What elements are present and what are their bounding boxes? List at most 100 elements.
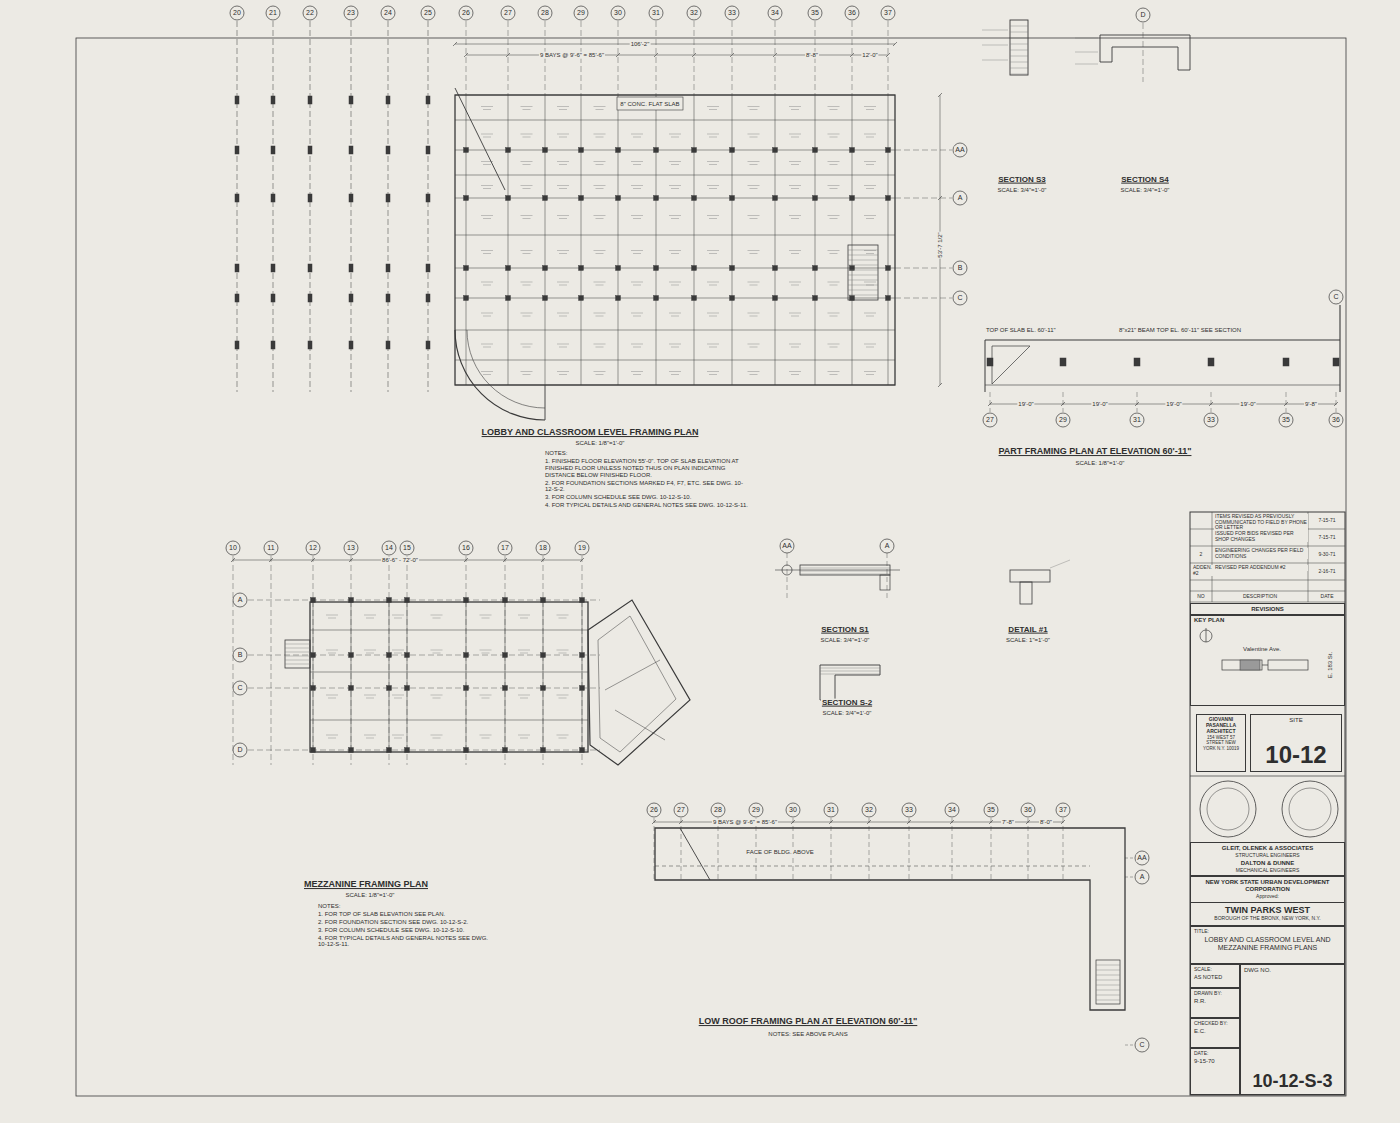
hatch-line bbox=[285, 644, 310, 645]
annotation-mark bbox=[830, 188, 838, 189]
general-note: 1. FOR TOP OF SLAB ELEVATION SEE PLAN. bbox=[318, 911, 498, 918]
annotation-mark bbox=[671, 316, 679, 317]
grid-bubble bbox=[674, 803, 688, 817]
column bbox=[349, 653, 354, 658]
column bbox=[730, 296, 735, 301]
annotation-mark bbox=[431, 650, 443, 651]
grid-bubble bbox=[1136, 8, 1150, 22]
grid-line bbox=[895, 298, 952, 299]
annotation-mark bbox=[633, 164, 641, 165]
beam-line bbox=[310, 720, 588, 721]
annotation-mark bbox=[864, 185, 876, 186]
annotation-mark bbox=[523, 164, 531, 165]
table-rule bbox=[1190, 563, 1345, 564]
grid-bubble bbox=[266, 6, 280, 20]
seal bbox=[1289, 788, 1331, 830]
dimension-tick bbox=[503, 558, 507, 562]
beam-line bbox=[618, 95, 619, 385]
column bbox=[387, 653, 392, 658]
hatch-line bbox=[800, 574, 890, 575]
annotation-mark bbox=[791, 316, 799, 317]
grid-bubble-number: 27 bbox=[676, 806, 686, 814]
annotation-mark bbox=[789, 215, 801, 216]
column bbox=[349, 264, 353, 272]
column bbox=[308, 294, 312, 302]
annotation-mark bbox=[791, 109, 799, 110]
annotation-mark bbox=[633, 374, 641, 375]
annotation-mark bbox=[520, 698, 528, 699]
grid-line bbox=[1125, 858, 1134, 859]
table-rule bbox=[1190, 546, 1345, 547]
beam-line bbox=[455, 298, 895, 299]
annotation-mark bbox=[520, 653, 528, 654]
column bbox=[987, 358, 993, 366]
annotation-mark bbox=[709, 347, 717, 348]
beam-line bbox=[455, 235, 895, 236]
grid-bubble-number: 31 bbox=[651, 9, 661, 17]
annotation-mark bbox=[748, 282, 760, 283]
column bbox=[654, 148, 659, 153]
drawing-title: SECTION S1 bbox=[820, 626, 870, 635]
node-text: CHECKED BY: bbox=[1194, 1021, 1228, 1027]
hatch-line bbox=[820, 671, 880, 672]
grid-bubble-number: 14 bbox=[384, 544, 394, 552]
leader-line bbox=[1075, 64, 1098, 65]
annotation-mark bbox=[364, 615, 376, 616]
column bbox=[308, 341, 312, 349]
slab-edge bbox=[310, 602, 588, 752]
column bbox=[426, 194, 430, 202]
column bbox=[503, 653, 508, 658]
column bbox=[464, 296, 469, 301]
grid-bubble-number: 26 bbox=[461, 9, 471, 17]
annotation-mark bbox=[748, 344, 760, 345]
column bbox=[405, 653, 410, 658]
annotation-mark bbox=[830, 164, 838, 165]
grid-bubble-number: 19 bbox=[577, 544, 587, 552]
annotation-mark bbox=[481, 185, 493, 186]
column bbox=[541, 748, 546, 753]
annotation-mark bbox=[791, 285, 799, 286]
annotation-mark bbox=[631, 282, 643, 283]
grid-bubble bbox=[953, 261, 967, 275]
hatch-line bbox=[1096, 975, 1120, 976]
annotation-mark bbox=[828, 344, 840, 345]
grid-bubble bbox=[808, 6, 822, 20]
node-text: TWIN PARKS WEST bbox=[1225, 905, 1310, 915]
column bbox=[580, 653, 585, 658]
annotation-mark bbox=[366, 653, 374, 654]
column bbox=[730, 266, 735, 271]
column bbox=[886, 148, 891, 153]
annotation-mark bbox=[866, 164, 874, 165]
annotation-mark bbox=[431, 695, 443, 696]
beam-line bbox=[313, 602, 314, 752]
annotation-mark bbox=[559, 137, 567, 138]
annotation-mark bbox=[750, 316, 758, 317]
grid-bubble-number: A bbox=[237, 596, 244, 604]
annotation-mark bbox=[559, 698, 567, 699]
leader-line bbox=[982, 45, 1008, 46]
column bbox=[813, 296, 818, 301]
column bbox=[692, 148, 697, 153]
general-note: 4. FOR TYPICAL DETAILS AND GENERAL NOTES… bbox=[545, 502, 750, 509]
beam-line bbox=[455, 120, 895, 121]
annotation-mark bbox=[518, 735, 530, 736]
annotation-mark bbox=[631, 371, 643, 372]
hatch-line bbox=[848, 280, 878, 281]
column bbox=[773, 148, 778, 153]
scale-note: SCALE: 3/4"=1'-0" bbox=[1120, 187, 1171, 194]
slab-section bbox=[1100, 35, 1190, 70]
column bbox=[349, 598, 354, 603]
street-name: E. 183 St. bbox=[1327, 651, 1334, 679]
grid-bubble bbox=[725, 6, 739, 20]
grid-bubble-number: 28 bbox=[540, 9, 550, 17]
annotation-mark bbox=[633, 285, 641, 286]
grid-bubble bbox=[344, 541, 358, 555]
hatch-line bbox=[1010, 74, 1028, 75]
beam-line bbox=[775, 95, 776, 385]
drawing-title: SECTION S3 bbox=[997, 176, 1047, 185]
annotation-mark bbox=[631, 161, 643, 162]
column bbox=[579, 148, 584, 153]
grid-bubble bbox=[575, 541, 589, 555]
notes-block: NOTES:1. FINISHED FLOOR ELEVATION 55'-0"… bbox=[545, 450, 750, 510]
grid-bubble bbox=[687, 6, 701, 20]
